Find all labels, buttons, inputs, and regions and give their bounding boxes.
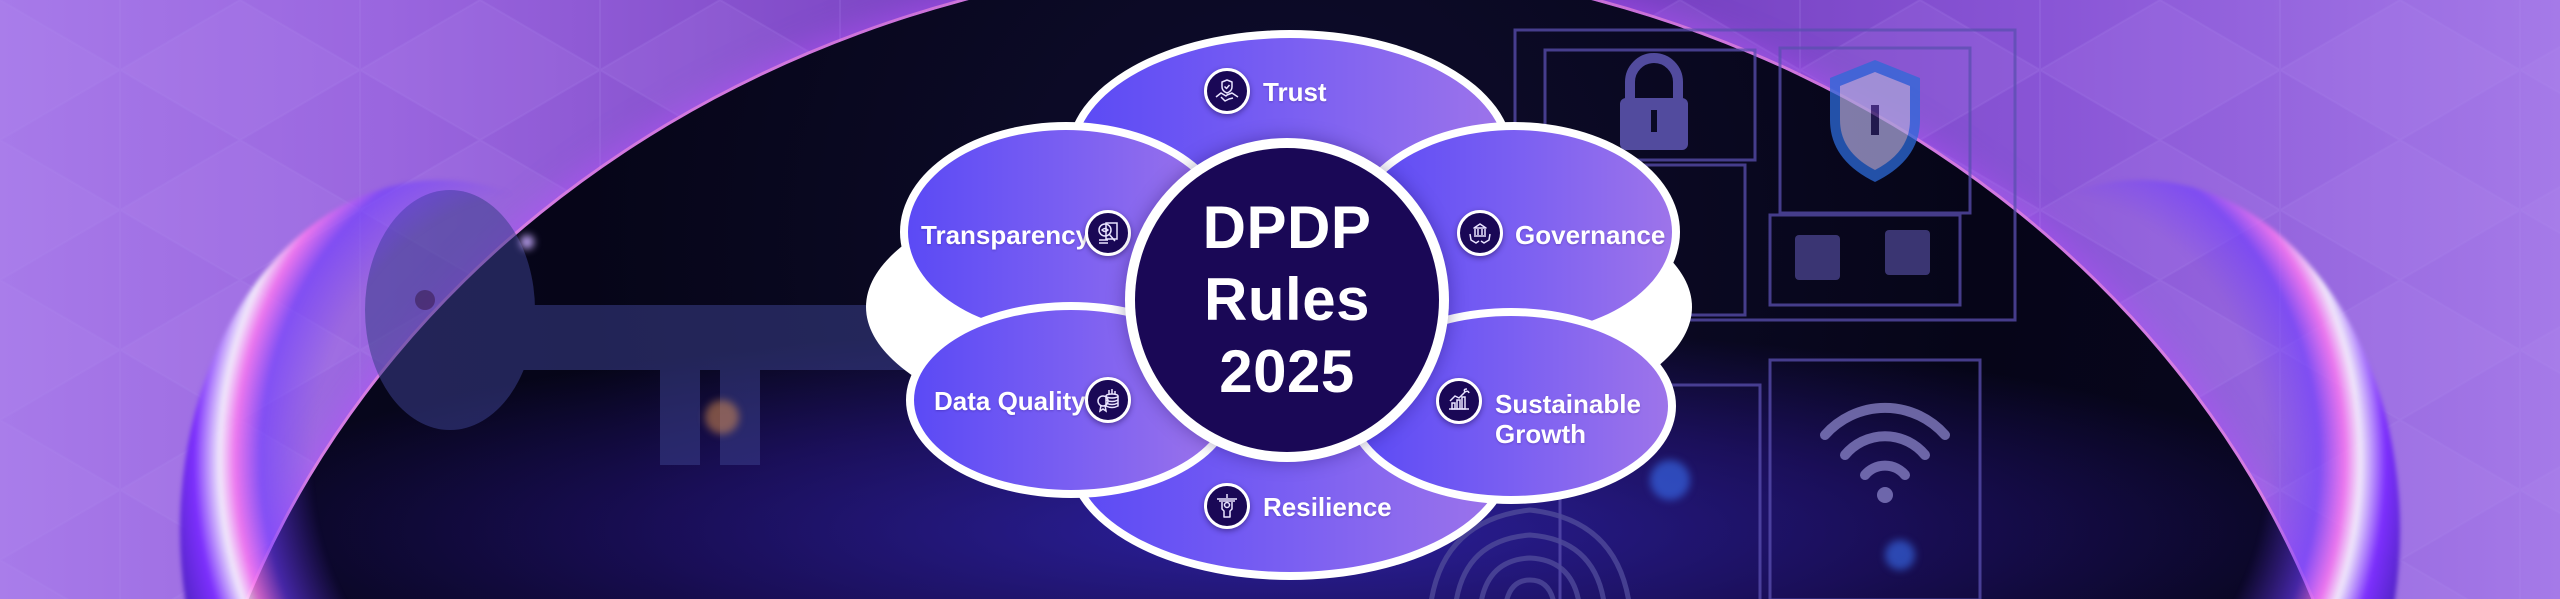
label-transparency: Transparency (921, 220, 1091, 250)
title-line-rules: Rules (1204, 266, 1370, 333)
bokeh-light (1650, 460, 1690, 500)
title-line-dpdp: DPDP (1202, 194, 1372, 261)
bank-hands-icon (1457, 210, 1503, 256)
shield-handshake-icon (1204, 68, 1250, 114)
shield-keyhole-icon (1830, 60, 1920, 182)
database-badge-icon (1085, 377, 1131, 423)
label-governance: Governance (1515, 220, 1666, 250)
label-sustainable-growth-line1: Sustainable (1495, 389, 1641, 419)
label-sustainable-growth-line2: Growth (1495, 419, 1586, 449)
magnifier-document-icon (1085, 210, 1131, 256)
strong-figure-icon (1204, 483, 1250, 529)
padlock-icon (1620, 53, 1688, 150)
title-line-year: 2025 (1219, 338, 1355, 405)
center-title: DPDP Rules 2025 (1135, 148, 1439, 452)
label-resilience: Resilience (1263, 492, 1392, 522)
bokeh-light (1885, 540, 1915, 570)
center-title-circle: DPDP Rules 2025 (1125, 138, 1449, 462)
label-data-quality: Data Quality (934, 386, 1086, 416)
fingerprint-icon (1429, 507, 1631, 599)
label-trust: Trust (1263, 77, 1327, 107)
bokeh-light (520, 235, 534, 249)
growth-chart-plant-icon (1436, 378, 1482, 424)
bokeh-light (705, 400, 739, 434)
